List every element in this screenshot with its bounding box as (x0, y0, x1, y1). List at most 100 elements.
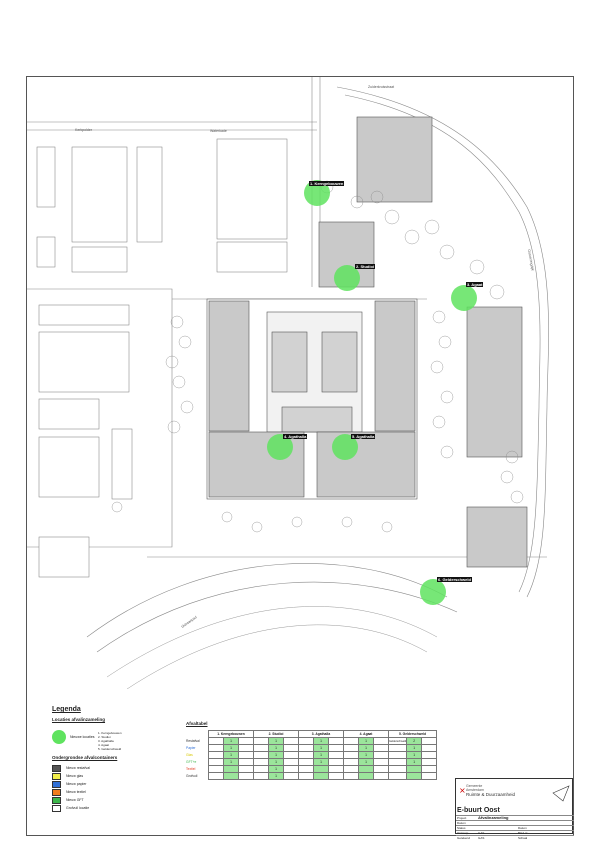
waste-cell-count: 1 (223, 758, 239, 766)
location-circle-6[interactable] (420, 579, 446, 605)
col-header-2: 2. Studioi (253, 730, 299, 738)
waste-cell-count (358, 765, 374, 773)
col-header-1: 1. Kerngebouwen (208, 730, 254, 738)
waste-cell-count (406, 772, 423, 780)
waste-cell-count: 1 (268, 737, 284, 745)
waste-cell-count: 1 (406, 744, 423, 752)
location-circle-5[interactable] (332, 434, 358, 460)
waste-cell-count: 1 (268, 751, 284, 759)
legend-container-label: Nieuw papier (66, 782, 87, 786)
waste-cell-count: 1 (313, 744, 329, 752)
waste-cell-spacer (421, 758, 438, 766)
waste-cell-spacer (208, 772, 224, 780)
waste-cell-spacer (421, 765, 438, 773)
waste-cell-count: 1 (313, 737, 329, 745)
amsterdam-crosses-icon: × (459, 786, 465, 794)
legend-container-row: Nieuw papier (52, 780, 182, 788)
waste-cell-spacer (208, 744, 224, 752)
marker-label-2[interactable]: 2. Studioi (355, 264, 375, 269)
waste-cell-spacer (373, 772, 389, 780)
waste-cell-spacer (238, 737, 254, 745)
field-key: Status (457, 826, 466, 830)
legend-location-2: 2. Studioi (98, 735, 111, 739)
legend-container-row: Nieuw GFT (52, 796, 182, 804)
waste-row-label: Grofvuil (186, 774, 198, 778)
waste-cell-count (223, 772, 239, 780)
col-header-3: 3. Agathalla (298, 730, 344, 738)
restafval-swatch (52, 764, 61, 772)
waste-cell-spacer (253, 765, 269, 773)
waste-cell-spacer (343, 772, 359, 780)
waste-cell-spacer (387, 772, 408, 780)
waste-cell-count: 1 (268, 772, 284, 780)
waste-cell-spacer (387, 758, 408, 766)
field-key-right: Schaal (518, 836, 528, 840)
waste-cell-spacer (421, 751, 438, 759)
waste-cell-spacer (421, 737, 438, 745)
marker-label-1[interactable]: 1. Kerngebouwen (309, 181, 345, 186)
legend: Legenda Locaties afvalinzameling Nieuwe … (52, 706, 182, 812)
waste-cell-spacer (421, 772, 438, 780)
waste-cell-count: 1 (358, 744, 374, 752)
field-value: GAS (478, 831, 485, 835)
glas-swatch (52, 772, 61, 780)
waste-row-label: Glas (186, 753, 193, 757)
waste-cell-count: 1 (268, 765, 284, 773)
waste-cell-spacer (253, 751, 269, 759)
street-label-west2: Waterkade (210, 129, 227, 133)
waste-cell-spacer (208, 751, 224, 759)
waste-cell-spacer (298, 758, 314, 766)
central-block (206, 298, 418, 500)
legend-container-row: Nieuw textiel (52, 788, 182, 796)
legend-container-label: Grofvuil locatie (66, 806, 90, 810)
legend-section-locations: Locaties afvalinzameling (52, 717, 106, 722)
waste-cell-count (406, 765, 423, 773)
location-circle-4[interactable] (267, 434, 293, 460)
waste-row-label: Textiel (186, 767, 196, 771)
waste-cell-spacer (298, 751, 314, 759)
waste-cell-count: 1 (406, 751, 423, 759)
textiel-swatch (52, 788, 61, 796)
waste-cell-count: 1 (223, 744, 239, 752)
waste-cell-spacer (328, 772, 344, 780)
field-key: Getekend (457, 836, 471, 840)
location-circle-3[interactable] (451, 285, 477, 311)
waste-cell-spacer (283, 765, 299, 773)
title-block-field: Datum (456, 820, 574, 825)
street-label-north: Zuiderkruisstraat (368, 85, 395, 89)
waste-cell-spacer (373, 737, 389, 745)
waste-cell-spacer (387, 765, 408, 773)
grofvuil-swatch (52, 804, 61, 812)
marker-label-3[interactable]: 3. Agaat (466, 282, 484, 287)
north-arrow-icon (552, 785, 570, 802)
new-location-swatch (52, 730, 66, 744)
location-circle-1[interactable] (304, 180, 330, 206)
waste-cell-spacer (253, 772, 269, 780)
waste-location-circles[interactable] (267, 180, 477, 605)
waste-cell-spacer (328, 758, 344, 766)
waste-cell-count: 1 (223, 737, 239, 745)
site-plan-map[interactable] (27, 77, 573, 689)
waste-row-label: Papier (186, 746, 196, 750)
waste-cell-spacer (387, 744, 408, 752)
waste-cell-spacer (253, 744, 269, 752)
location-circle-2[interactable] (334, 265, 360, 291)
waste-cell-count: 1 (358, 751, 374, 759)
waste-cell-count: 1 (223, 751, 239, 759)
waste-cell-spacer (387, 751, 408, 759)
waste-cell-spacer (238, 758, 254, 766)
waste-cell-spacer (283, 772, 299, 780)
marker-label-4[interactable]: 4. Agathalla (283, 434, 308, 439)
waste-cell-spacer (343, 751, 359, 759)
legend-title: Legenda (52, 706, 81, 713)
marker-label-5[interactable]: 5. Agathalla (351, 434, 376, 439)
marker-label-6[interactable]: 6. Gelderschweld (437, 577, 472, 582)
waste-cell-spacer (373, 744, 389, 752)
waste-cell-count: 1 (406, 758, 423, 766)
